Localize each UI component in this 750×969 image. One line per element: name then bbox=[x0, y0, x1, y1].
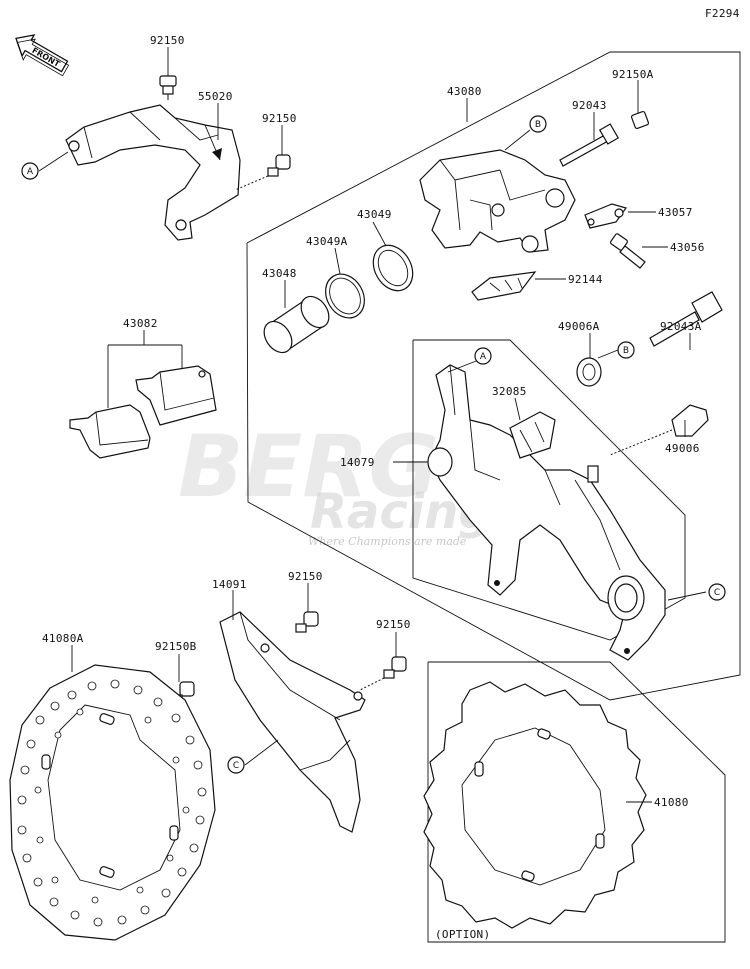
label-guard: 14091 bbox=[212, 578, 247, 591]
bolt-top-part bbox=[159, 75, 177, 100]
boot-part bbox=[576, 357, 602, 387]
boot-b-part bbox=[609, 404, 709, 456]
front-arrow-icon: FRONT bbox=[15, 34, 70, 77]
seal-43049a-part bbox=[325, 273, 365, 319]
diagram-code: F2294 bbox=[705, 7, 740, 20]
watermark-logo: BERG bbox=[178, 417, 439, 517]
label-pin-bolt: 92043A bbox=[660, 320, 702, 333]
svg-text:C: C bbox=[233, 761, 239, 771]
label-seal-43049: 43049 bbox=[357, 208, 392, 221]
guard-part bbox=[219, 611, 366, 833]
label-disc-standard: 41080A bbox=[42, 632, 84, 645]
label-pads: 43082 bbox=[123, 317, 158, 330]
guard-bolt-right-part bbox=[359, 656, 407, 691]
bleeder-valve-part bbox=[610, 233, 646, 269]
spring-part bbox=[471, 271, 537, 301]
caliper-group-frame bbox=[246, 51, 741, 701]
ref-c-guard: C bbox=[227, 756, 245, 774]
label-disc-bolt: 92150B bbox=[155, 640, 197, 653]
bolt-bracket-part bbox=[234, 154, 291, 191]
svg-text:B: B bbox=[535, 120, 541, 130]
label-pad-spring: 32085 bbox=[492, 385, 527, 398]
label-piston: 43048 bbox=[262, 267, 297, 280]
label-bolt-bracket: 92150 bbox=[262, 112, 297, 125]
label-disc-option: 41080 bbox=[654, 796, 689, 809]
svg-text:B: B bbox=[623, 346, 629, 356]
ref-b-pin: B bbox=[617, 341, 635, 359]
label-boot-b: 49006 bbox=[665, 442, 700, 455]
svg-text:A: A bbox=[27, 167, 34, 177]
label-guard-bolt-right: 92150 bbox=[376, 618, 411, 631]
ref-c-holder: C bbox=[708, 583, 726, 601]
disc-standard-part bbox=[9, 664, 216, 941]
pads-part bbox=[69, 365, 217, 459]
pin-part bbox=[559, 123, 620, 167]
holder-group-frame bbox=[412, 339, 686, 641]
label-caliper: 43080 bbox=[447, 85, 482, 98]
piston-part bbox=[263, 295, 330, 354]
pin-cap-part bbox=[630, 110, 650, 130]
label-seal-43049a: 43049A bbox=[306, 235, 348, 248]
disc-option-part bbox=[423, 681, 647, 929]
guard-bolt-top-part bbox=[295, 611, 319, 633]
ref-a-holder: A bbox=[474, 347, 492, 365]
option-group-frame bbox=[427, 661, 726, 943]
label-spring: 92144 bbox=[568, 273, 603, 286]
bleeder-cap-part bbox=[584, 203, 627, 229]
watermark-tagline: Where Champions are made bbox=[308, 535, 467, 548]
ref-a-bracket: A bbox=[21, 162, 39, 180]
label-pin: 92043 bbox=[572, 99, 607, 112]
label-guard-bolt-top: 92150 bbox=[288, 570, 323, 583]
pad-spring-part bbox=[509, 411, 556, 459]
bracket-part bbox=[65, 104, 241, 241]
label-bleeder-valve: 43056 bbox=[670, 241, 705, 254]
label-bracket: 55020 bbox=[198, 90, 233, 103]
svg-text:C: C bbox=[714, 588, 720, 598]
label-boot: 49006A bbox=[558, 320, 600, 333]
caliper-part bbox=[419, 149, 576, 253]
label-bleeder-cap: 43057 bbox=[658, 206, 693, 219]
label-holder: 14079 bbox=[340, 456, 375, 469]
label-bolt-top: 92150 bbox=[150, 34, 185, 47]
seal-43049-part bbox=[372, 244, 414, 292]
label-pin-cap: 92150A bbox=[612, 68, 654, 81]
svg-text:A: A bbox=[480, 352, 487, 362]
pin-bolt-part bbox=[649, 291, 723, 347]
ref-b-caliper: B bbox=[529, 115, 547, 133]
option-label: (OPTION) bbox=[435, 928, 490, 941]
